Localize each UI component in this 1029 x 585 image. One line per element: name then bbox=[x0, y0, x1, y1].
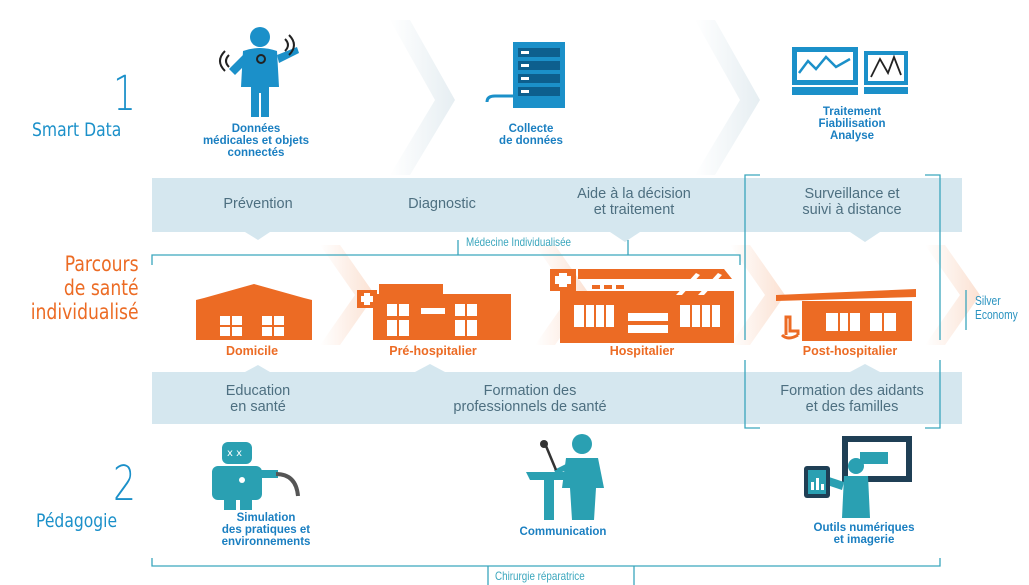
place-label: Post-hospitalier bbox=[802, 344, 898, 358]
lower-band-label: Formation des professionnels de santé bbox=[453, 383, 606, 415]
pedagogie-caption: Communication bbox=[519, 526, 607, 538]
upper-band-label: Surveillance et suivi à distance bbox=[802, 186, 901, 218]
lower-band-label: Formation des aidants et des familles bbox=[780, 383, 923, 415]
place-label: Hospitalier bbox=[609, 344, 675, 358]
smart-data-caption-text: Collecte de données bbox=[499, 123, 563, 147]
smart-data-caption-text: Données médicales et objets connectés bbox=[202, 123, 310, 159]
chevron-shape bbox=[390, 20, 455, 175]
band-notch bbox=[245, 365, 270, 372]
smart-data-caption-text: Traitement Fiabilisation Analyse bbox=[818, 106, 886, 142]
step-number: 1 bbox=[113, 66, 136, 122]
speaker-podium-icon bbox=[526, 434, 604, 520]
digital-tools-icon bbox=[804, 436, 912, 518]
house-icon bbox=[196, 284, 312, 340]
care-home-icon bbox=[776, 289, 916, 341]
upper-band-label: Prévention bbox=[223, 196, 292, 212]
chirurgie-bracket bbox=[151, 558, 941, 567]
server-rack-icon bbox=[485, 42, 565, 108]
smart-data-caption: Collecte de données bbox=[499, 123, 563, 147]
upper-band bbox=[152, 178, 962, 232]
upper-band-text: Prévention bbox=[223, 196, 293, 212]
parcours-title-text: Parcours de santé individualisé bbox=[31, 252, 139, 324]
clinic-icon bbox=[357, 284, 511, 340]
chevron-shape bbox=[730, 245, 785, 345]
pedagogie-caption-text: Simulation des pratiques et environnemen… bbox=[221, 512, 311, 548]
silver-economy-label: Silver Economy bbox=[975, 294, 1018, 322]
smart-data-caption: Traitement Fiabilisation Analyse bbox=[818, 106, 885, 142]
place-label: Pré-hospitalier bbox=[389, 344, 477, 358]
lower-band-text: Formation des professionnels de santé bbox=[453, 383, 607, 415]
pedagogie-caption-text: Outils numériques et imagerie bbox=[813, 522, 915, 546]
upper-band-label: Diagnostic bbox=[408, 196, 476, 212]
band-notch bbox=[610, 232, 640, 242]
band-notch bbox=[415, 364, 445, 372]
band-notch bbox=[850, 364, 880, 372]
hospital-icon bbox=[550, 269, 734, 343]
upper-band-text: Surveillance et suivi à distance bbox=[802, 186, 902, 218]
simulation-mannequin-icon: x x bbox=[212, 442, 300, 510]
lower-band-text: Formation des aidants et des familles bbox=[780, 383, 924, 415]
pedagogie-caption: Simulation des pratiques et environnemen… bbox=[222, 512, 311, 548]
chevron-shape bbox=[695, 20, 760, 175]
lower-band-label: Education en santé bbox=[226, 383, 291, 415]
bracket-right-bottom2 bbox=[925, 360, 941, 429]
step-title: Pédagogie bbox=[36, 510, 118, 532]
upper-band-label: Aide à la décision et traitement bbox=[577, 186, 691, 218]
parcours-title: Parcours de santé individualisé bbox=[31, 252, 139, 324]
connected-person-icon bbox=[219, 27, 299, 117]
pedagogie-caption: Outils numériques et imagerie bbox=[814, 522, 915, 546]
smart-data-caption: Données médicales et objets connectés bbox=[203, 123, 309, 159]
lower-band-text: Education en santé bbox=[225, 383, 291, 415]
place-label: Domicile bbox=[225, 344, 279, 358]
upper-band-text: Diagnostic bbox=[408, 196, 476, 212]
medecine-label: Médecine Individualisée bbox=[466, 235, 572, 249]
svg-text:x x: x x bbox=[227, 448, 242, 459]
band-notch bbox=[850, 232, 880, 242]
chirurgie-label: Chirurgie réparatrice bbox=[495, 569, 585, 583]
silver-economy-text: Silver Economy bbox=[975, 294, 1018, 322]
medecine-bracket bbox=[151, 254, 741, 265]
step-number: 2 bbox=[113, 456, 136, 512]
step-title: Smart Data bbox=[32, 119, 122, 141]
lower-band bbox=[152, 372, 962, 424]
monitors-icon bbox=[792, 47, 908, 95]
bracket-right-top bbox=[744, 174, 760, 340]
bracket-right-top2 bbox=[925, 174, 941, 340]
bracket-right-bottom bbox=[744, 360, 760, 429]
chevron-shape bbox=[925, 245, 980, 345]
upper-band-text: Aide à la décision et traitement bbox=[577, 186, 691, 218]
band-notch bbox=[245, 232, 270, 240]
